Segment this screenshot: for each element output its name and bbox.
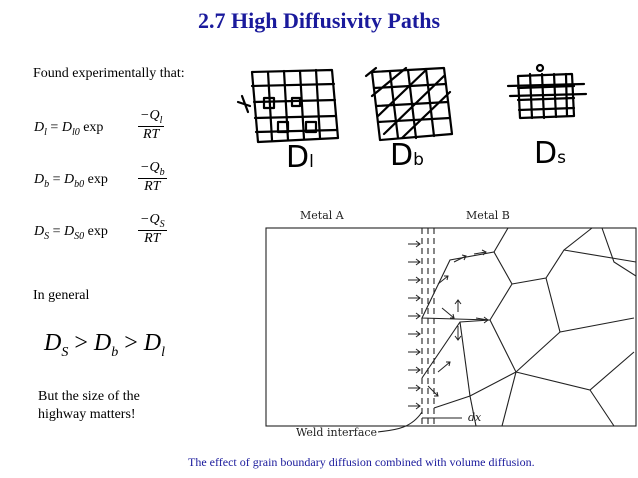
- weld-interface-label: Weld interface: [296, 426, 378, 439]
- weld-diagram: [265, 227, 637, 433]
- lattice-sketch-label: Dl: [286, 140, 314, 175]
- general-label: In general: [33, 288, 90, 303]
- grain-boundaries: [421, 227, 637, 427]
- eq-lhs: Dl = Dl0 exp: [34, 120, 104, 138]
- weld-leader: [377, 411, 423, 433]
- surface-grid-sketch: [506, 63, 588, 120]
- equation-surface: DS = DS0 exp −QS RT: [34, 212, 224, 260]
- equation-boundary: Db = Db0 exp −Qb RT: [34, 160, 224, 208]
- page-title: 2.7 High Diffusivity Paths: [197, 8, 441, 33]
- intro-text: Found experimentally that:: [33, 66, 185, 81]
- highway-note: But the size of the highway matters!: [38, 388, 140, 424]
- dx-label: dx: [468, 411, 482, 424]
- note-line: But the size of the: [38, 389, 140, 404]
- diffusion-arrows: [408, 240, 489, 410]
- note-line: highway matters!: [38, 407, 136, 422]
- hand-sketches: [236, 63, 588, 144]
- boundary-grid-sketch: [364, 66, 454, 142]
- lattice-grid-sketch: [236, 68, 340, 144]
- eq-lhs: DS = DS0 exp: [34, 224, 108, 242]
- figure-caption: The effect of grain boundary diffusion c…: [188, 455, 535, 469]
- eq-fraction: −Qb RT: [138, 160, 167, 194]
- eq-fraction: −QS RT: [138, 212, 167, 246]
- eq-lhs: Db = Db0 exp: [34, 172, 108, 190]
- interface-lines: [421, 228, 435, 426]
- equation-lattice: Dl = Dl0 exp −Ql RT: [34, 108, 224, 156]
- boundary-sketch-label: Db: [390, 138, 424, 173]
- diffusivity-inequality: DS>Db>Dl: [44, 330, 166, 360]
- metal-b-label: Metal B: [466, 209, 510, 222]
- surface-sketch-label: Ds: [534, 136, 566, 171]
- eq-fraction: −Ql RT: [138, 108, 165, 142]
- diagram-frame: [265, 227, 637, 427]
- metal-a-label: Metal A: [300, 209, 344, 222]
